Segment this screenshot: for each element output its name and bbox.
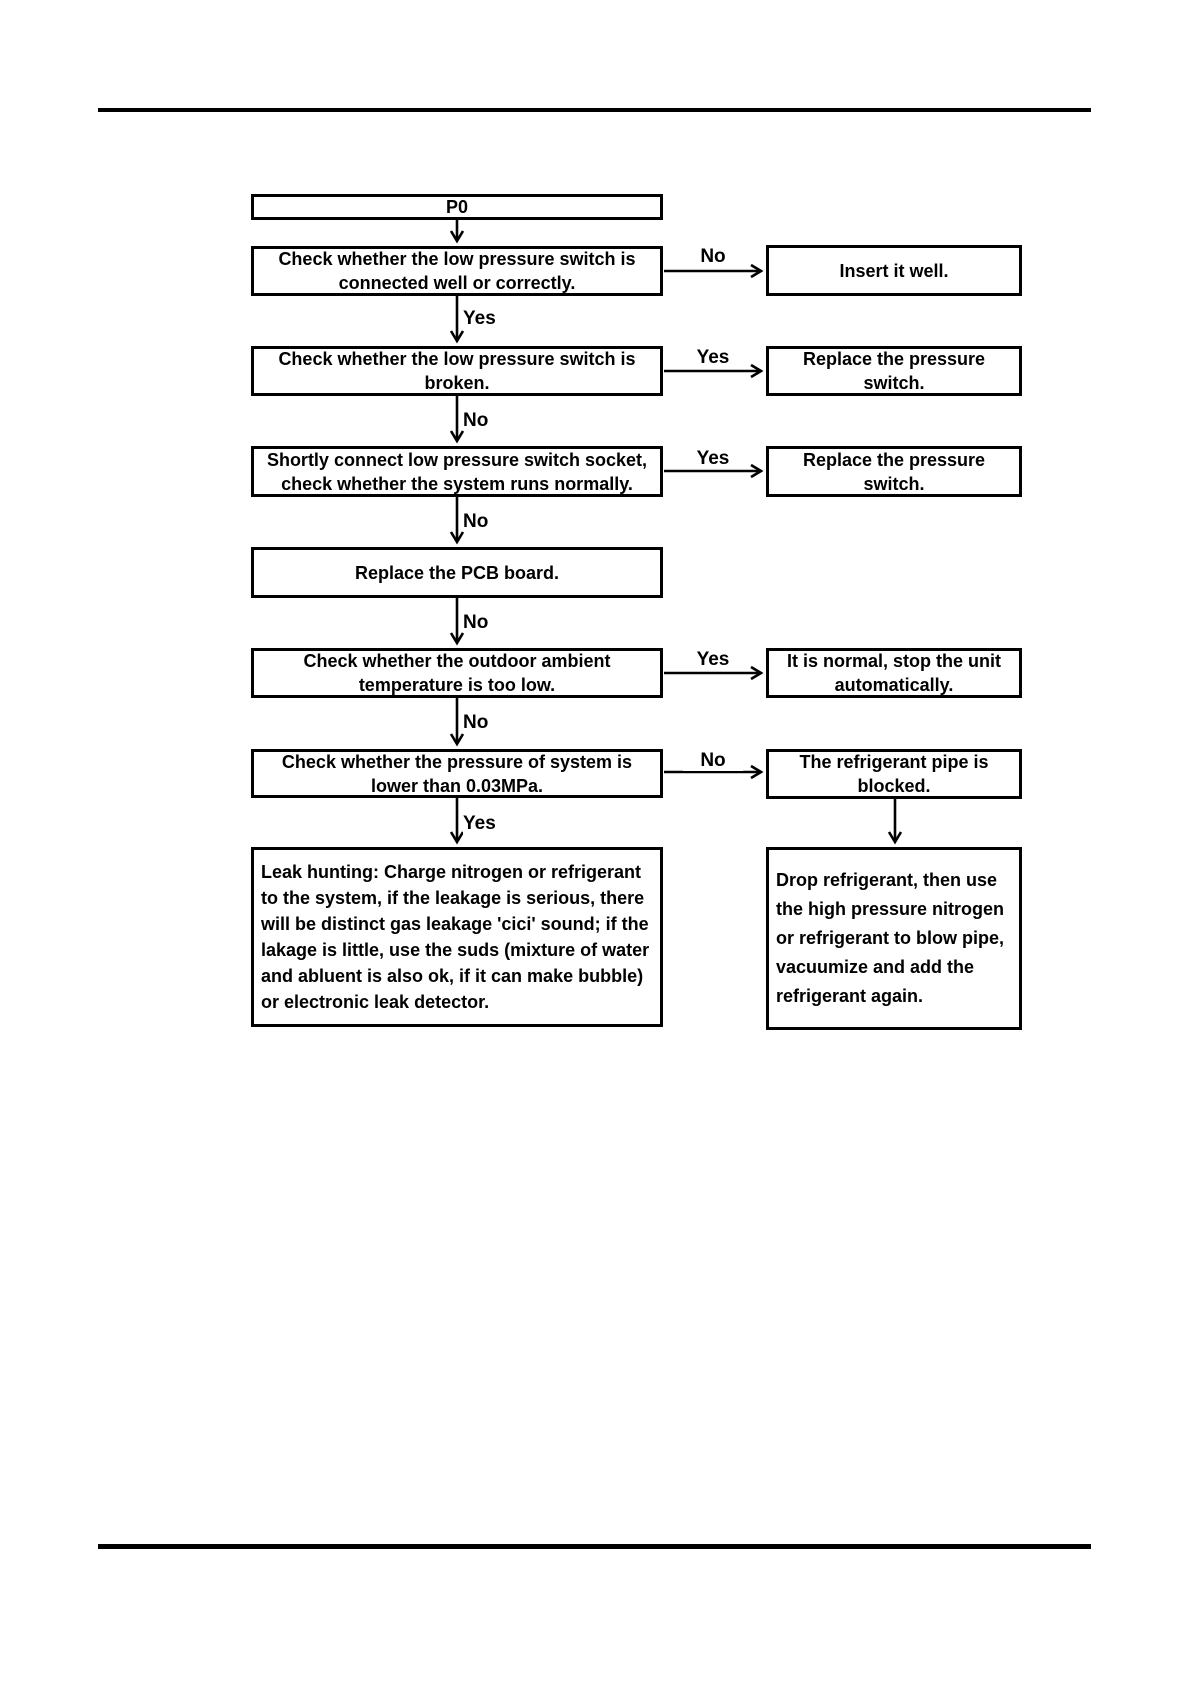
node-check-broken: Check whether the low pressure switch is… — [251, 346, 663, 396]
node-check-pressure: Check whether the pressure of system is … — [251, 749, 663, 798]
node-drop-refrigerant: Drop refrigerant, then use the high pres… — [766, 847, 1022, 1030]
edge-label-short-connect-no: No — [463, 511, 489, 532]
page-bottom-rule — [98, 1544, 1091, 1549]
edge-label-pressure-yes: Yes — [463, 813, 496, 834]
node-insert-well: Insert it well. — [766, 245, 1022, 296]
node-replace-switch-2: Replace the pressure switch. — [766, 446, 1022, 497]
node-short-connect: Shortly connect low pressure switch sock… — [251, 446, 663, 497]
edge-label-broken-yes: Yes — [683, 348, 743, 368]
edge-label-pressure-no: No — [683, 751, 743, 771]
node-normal-stop: It is normal, stop the unit automaticall… — [766, 648, 1022, 698]
edge-label-broken-no: No — [463, 410, 489, 431]
edge-label-connection-yes: Yes — [463, 308, 496, 329]
node-replace-switch-1: Replace the pressure switch. — [766, 346, 1022, 396]
node-pipe-blocked: The refrigerant pipe is blocked. — [766, 749, 1022, 799]
edge-label-short-connect-yes: Yes — [683, 449, 743, 469]
node-check-connection: Check whether the low pressure switch is… — [251, 246, 663, 296]
node-leak-hunting: Leak hunting: Charge nitrogen or refrige… — [251, 847, 663, 1027]
edge-label-ambient-yes: Yes — [683, 650, 743, 670]
node-check-ambient: Check whether the outdoor ambient temper… — [251, 648, 663, 698]
edge-label-ambient-no: No — [463, 712, 489, 733]
edge-label-pcb-no: No — [463, 612, 489, 633]
node-p0: P0 — [251, 194, 663, 220]
edge-label-connection-no: No — [683, 247, 743, 267]
page-top-rule — [98, 108, 1091, 112]
node-replace-pcb: Replace the PCB board. — [251, 547, 663, 598]
